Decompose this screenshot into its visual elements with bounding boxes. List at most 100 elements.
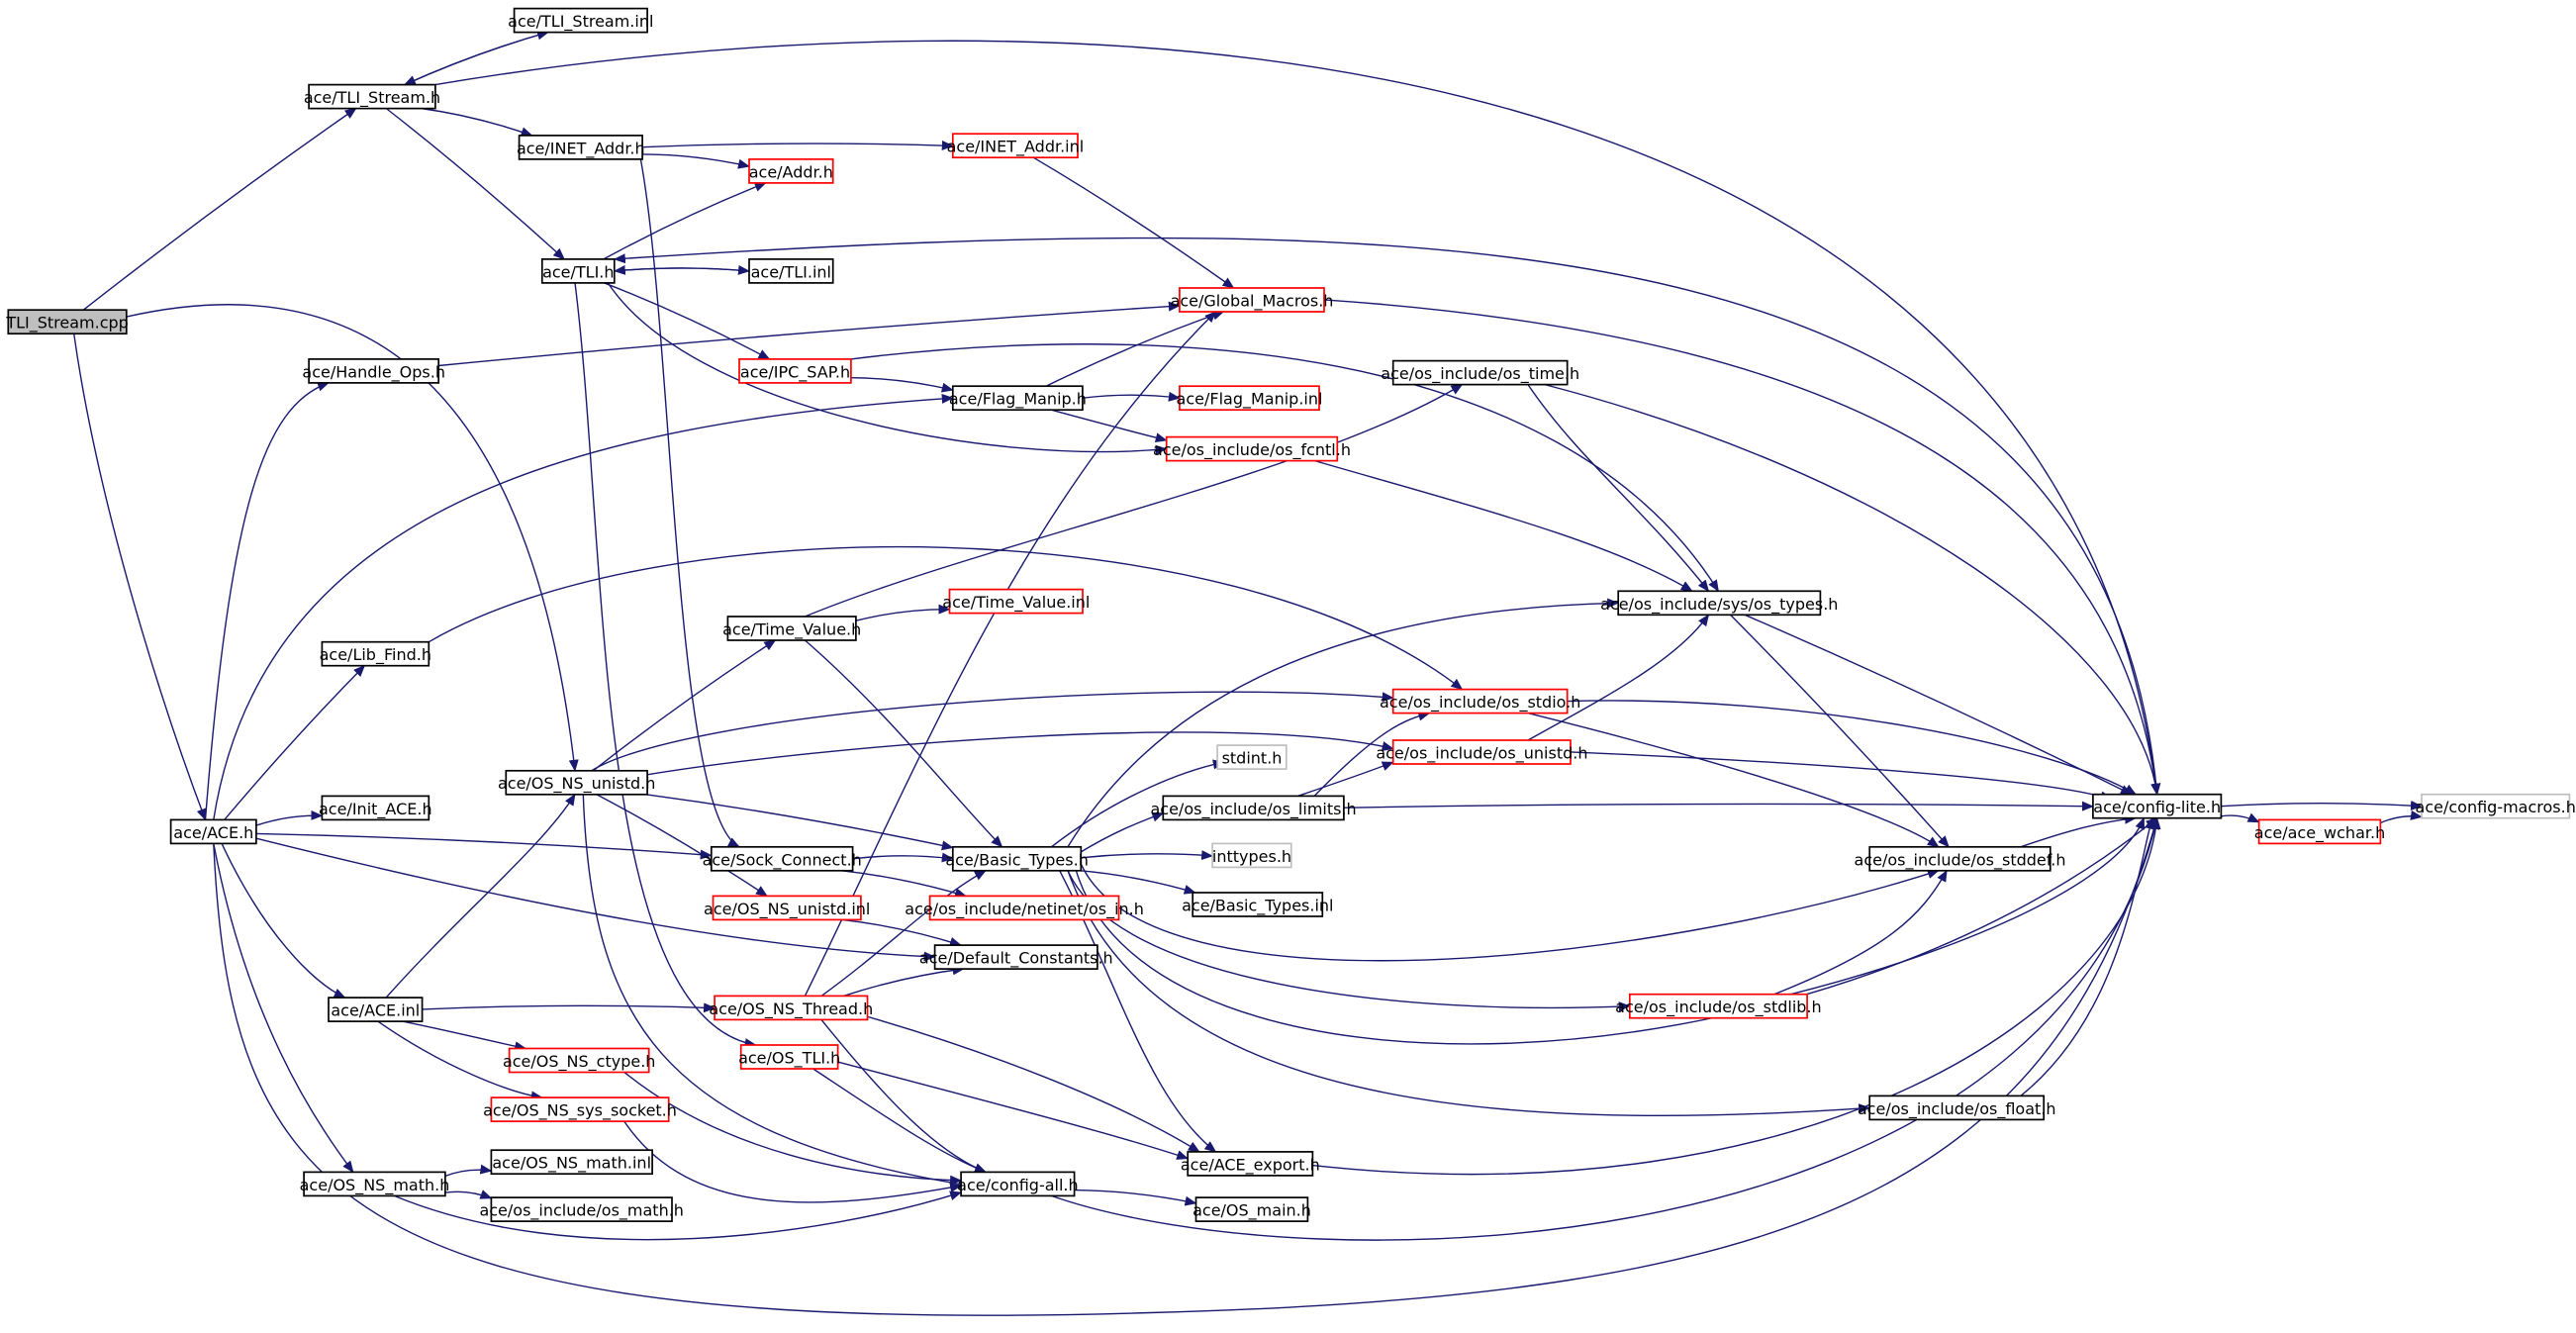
node-label: ace/Flag_Manip.inl — [1177, 390, 1323, 410]
node-os-unistd-h[interactable]: ace/os_include/os_unistd.h — [1376, 739, 1587, 765]
node-box — [1617, 590, 1822, 617]
node-label: ace/ACE.h — [173, 823, 253, 842]
edge-basic-types-h-to-sys-os-types-h — [1067, 598, 1620, 848]
node-box — [748, 158, 834, 184]
edge-os-fcntl-h-to-sys-os-types-h — [1313, 459, 1693, 592]
node-config-lite-h[interactable]: ace/config-lite.h — [2092, 793, 2223, 819]
node-label: ace/config-macros.h — [2416, 798, 2576, 816]
edge-os-ns-thread-h-to-global-macros-h — [804, 311, 1217, 997]
node-box — [7, 309, 128, 335]
node-box — [951, 845, 1083, 872]
node-addr-h[interactable]: ace/Addr.h — [748, 158, 834, 184]
node-sock-connect-h[interactable]: ace/Sock_Connect.h — [703, 845, 862, 872]
node-os-stdlib-h[interactable]: ace/os_include/os_stdlib.h — [1615, 993, 1822, 1019]
edge-os-time-h-to-config-lite-h — [1544, 383, 2161, 796]
node-os-time-h[interactable]: ace/os_include/os_time.h — [1381, 359, 1579, 386]
node-os-ns-math-inl[interactable]: ace/OS_NS_math.inl — [490, 1149, 653, 1176]
node-ace-h[interactable]: ace/ACE.h — [169, 818, 257, 845]
node-label: ace/ACE_export.h — [1181, 1155, 1320, 1175]
edge-flag-manip-h-to-flag-manip-inl — [1082, 391, 1181, 402]
edge-os-stdlib-h-to-config-lite-h — [1790, 816, 2146, 996]
edge-os-stdio-h-to-config-lite-h — [1567, 700, 2137, 796]
node-inet-addr-h[interactable]: ace/INET_Addr.h — [517, 135, 645, 160]
node-os-main-h[interactable]: ace/OS_main.h — [1193, 1196, 1311, 1222]
edge-ace-h-to-handle-ops-h — [204, 381, 330, 820]
node-label: ace/os_include/os_math.h — [479, 1201, 683, 1221]
node-label: ace/Addr.h — [749, 162, 833, 181]
node-box — [712, 895, 862, 921]
node-os-limits-h[interactable]: ace/os_include/os_limits.h — [1150, 795, 1357, 821]
node-os-math-h[interactable]: ace/os_include/os_math.h — [479, 1196, 684, 1222]
edge-os-unistd-h-to-config-lite-h — [1570, 751, 2113, 801]
edge-os-ns-thread-h-to-ace-export-h — [854, 1011, 1200, 1153]
edge-layer — [73, 30, 2423, 1316]
edge-tli-stream-inl-to-tli-stream-h — [403, 31, 549, 86]
node-label: ace/OS_NS_unistd.h — [498, 774, 655, 794]
node-ipc-sap-h[interactable]: ace/IPC_SAP.h — [738, 358, 852, 384]
node-os-ns-math-h[interactable]: ace/OS_NS_math.h — [300, 1171, 450, 1197]
node-box — [321, 795, 430, 821]
node-sys-os-types-h[interactable]: ace/os_include/sys/os_types.h — [1600, 590, 1838, 617]
node-os-stddef-h[interactable]: ace/os_include/os_stddef.h — [1855, 845, 2066, 872]
node-label: ace/config-lite.h — [2093, 798, 2221, 816]
node-box — [1391, 688, 1569, 714]
edge-os-ns-unistd-h-to-basic-types-h — [644, 794, 954, 851]
node-box — [490, 1196, 673, 1222]
node-label: ace/Handle_Ops.h — [302, 362, 445, 382]
node-flag-manip-h[interactable]: ace/Flag_Manip.h — [949, 385, 1087, 412]
edge-os-ns-math-h-to-os-math-h — [444, 1190, 493, 1199]
node-box — [2092, 793, 2223, 819]
node-os-ns-unistd-inl[interactable]: ace/OS_NS_unistd.inl — [704, 895, 870, 921]
edge-config-lite-h-to-config-macros-h — [2221, 801, 2423, 811]
node-inttypes-h[interactable]: inttypes.h — [1211, 842, 1292, 869]
edge-os-ns-thread-h-to-default-constants-h — [843, 965, 965, 998]
node-default-constants-h[interactable]: ace/Default_Constants.h — [919, 944, 1113, 970]
edge-ace-h-to-os-ns-math-h — [213, 843, 354, 1174]
node-os-fcntl-h[interactable]: ace/os_include/os_fcntl.h — [1153, 435, 1351, 462]
node-global-macros-h[interactable]: ace/Global_Macros.h — [1171, 287, 1334, 313]
node-os-ns-unistd-h[interactable]: ace/OS_NS_unistd.h — [498, 769, 655, 796]
node-time-value-h[interactable]: ace/Time_Value.h — [722, 616, 861, 641]
node-os-ns-thread-h[interactable]: ace/OS_NS_Thread.h — [709, 995, 873, 1021]
node-label: ace/Time_Value.inl — [942, 593, 1090, 613]
node-box — [1211, 842, 1292, 869]
node-ace-wchar-h[interactable]: ace/ace_wchar.h — [2254, 818, 2385, 845]
node-os-float-h[interactable]: ace/os_include/os_float.h — [1858, 1095, 2056, 1121]
node-label: ace/os_include/os_stddef.h — [1855, 850, 2066, 870]
node-os-ns-ctype-h[interactable]: ace/OS_NS_ctype.h — [503, 1047, 655, 1074]
node-tli-h[interactable]: ace/TLI.h — [540, 258, 616, 284]
node-tli-stream-inl[interactable]: ace/TLI_Stream.inl — [508, 7, 653, 34]
edge-tli-stream-h-to-inet-addr-h — [421, 107, 533, 137]
node-time-value-inl[interactable]: ace/Time_Value.inl — [942, 588, 1090, 615]
node-init-ace-h[interactable]: ace/Init_ACE.h — [319, 795, 432, 821]
node-ace-inl[interactable]: ace/ACE.inl — [328, 997, 424, 1022]
node-box — [1628, 993, 1808, 1019]
node-label: ace/OS_NS_math.inl — [492, 1154, 651, 1174]
node-basic-types-h[interactable]: ace/Basic_Types.h — [945, 845, 1089, 872]
node-config-macros-h[interactable]: ace/config-macros.h — [2416, 793, 2576, 819]
edge-tli-stream-cpp-to-tli-stream-h — [82, 107, 357, 311]
node-os-stdio-h[interactable]: ace/os_include/os_stdio.h — [1380, 688, 1580, 714]
node-box — [169, 818, 257, 845]
edge-basic-types-h-to-os-float-h — [1067, 870, 1871, 1117]
node-config-all-h[interactable]: ace/config-all.h — [957, 1171, 1079, 1197]
edge-time-value-h-to-os-time-h — [805, 383, 1464, 618]
edge-os-ns-unistd-h-to-time-value-h — [592, 639, 777, 772]
node-flag-manip-inl[interactable]: ace/Flag_Manip.inl — [1177, 385, 1323, 412]
node-box — [1165, 435, 1339, 462]
node-ace-export-h[interactable]: ace/ACE_export.h — [1181, 1151, 1320, 1177]
node-basic-types-inl[interactable]: ace/Basic_Types.inl — [1182, 892, 1334, 917]
edge-config-lite-h-to-tli-h — [613, 237, 2158, 795]
node-handle-ops-h[interactable]: ace/Handle_Ops.h — [302, 358, 445, 384]
node-inet-addr-inl[interactable]: ace/INET_Addr.inl — [947, 133, 1085, 159]
edge-tli-inl-to-tli-h — [613, 264, 750, 275]
node-os-tli-h[interactable]: ace/OS_TLI.h — [738, 1044, 840, 1070]
node-label: ace/Basic_Types.inl — [1182, 897, 1333, 916]
node-label: ace/OS_NS_Thread.h — [709, 1000, 873, 1019]
node-tli-inl[interactable]: ace/TLI.inl — [748, 258, 834, 284]
node-stdint-h[interactable]: stdint.h — [1216, 744, 1288, 770]
node-netinet-os-in-h[interactable]: ace/os_include/netinet/os_in.h — [905, 895, 1144, 921]
node-lib-find-h[interactable]: ace/Lib_Find.h — [320, 640, 431, 667]
node-os-ns-sys-socket-h[interactable]: ace/OS_NS_sys_socket.h — [483, 1096, 677, 1122]
node-tli-stream-h[interactable]: ace/TLI_Stream.h — [304, 83, 440, 110]
